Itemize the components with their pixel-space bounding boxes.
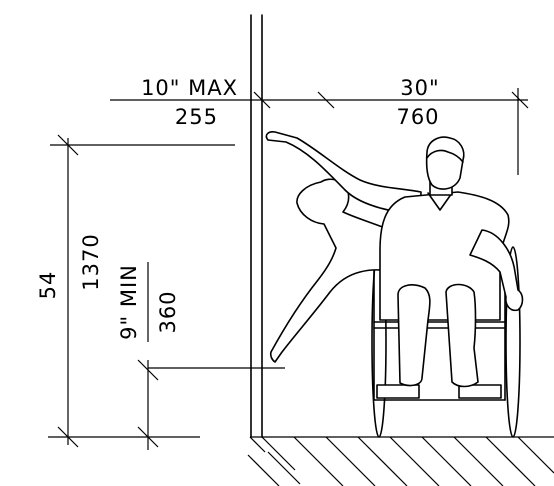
high-reach-inches-label: 54: [36, 271, 60, 300]
wall: [250, 14, 263, 438]
floor-hatch: [247, 436, 554, 486]
clear-width-inches-label: 30": [400, 76, 439, 100]
max-reach-inches-label: 10" MAX: [141, 76, 238, 100]
low-reach-inches-label: 9" MIN: [117, 264, 141, 340]
top-dimension-line: [110, 88, 529, 175]
vertical-dimension-lines: [48, 134, 285, 450]
high-reach-mm-label: 1370: [79, 233, 103, 290]
max-reach-mm-label: 255: [175, 105, 218, 129]
wheelchair: [371, 246, 521, 438]
seated-person: [265, 131, 524, 388]
clear-width-mm-label: 760: [396, 105, 439, 129]
reaching-person-low: [269, 178, 405, 363]
low-reach-mm-label: 360: [156, 290, 180, 333]
